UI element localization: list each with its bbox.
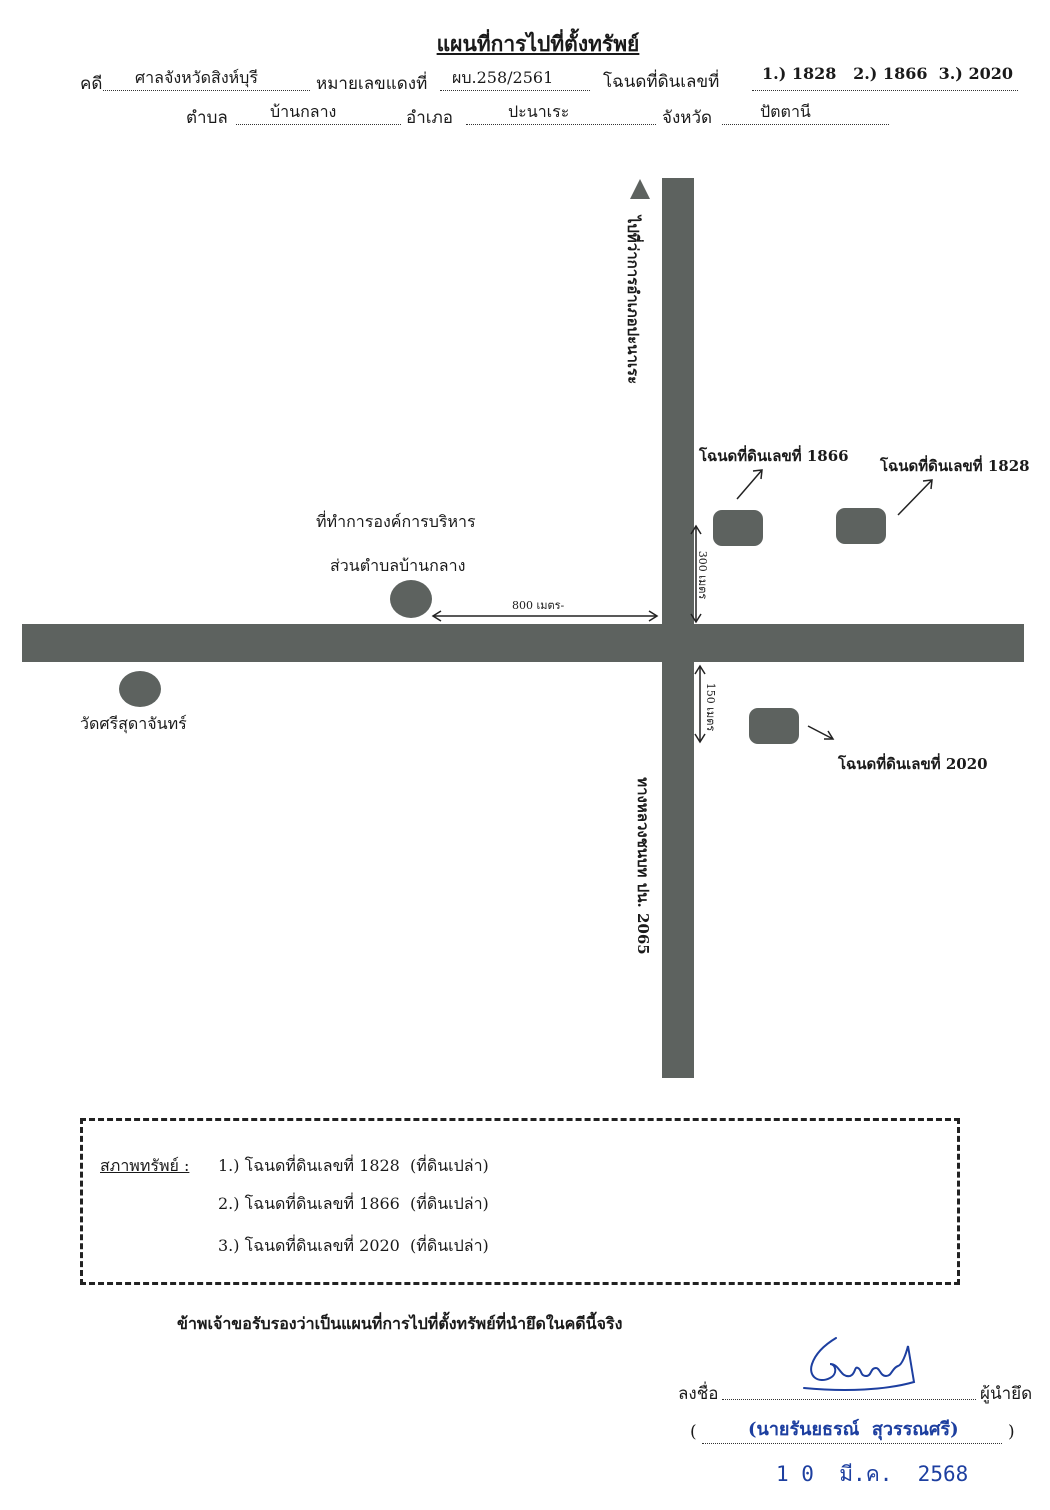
case-underline — [103, 90, 310, 91]
deed-2020-label: โฉนดที่ดินเลขที่ 2020 — [838, 755, 988, 773]
open-paren: ( — [690, 1422, 697, 1442]
deed-2020-arrow-icon — [807, 725, 835, 740]
deed-1828-label: โฉนดที่ดินเลขที่ 1828 — [880, 457, 1030, 475]
deed-label: โฉนดที่ดินเลขที่ — [603, 72, 720, 92]
distance-300-label: 300 เมตร — [696, 550, 709, 600]
subdistrict-underline — [236, 124, 401, 125]
condition-item: 3.) โฉนดที่ดินเลขที่ 2020 (ที่ดินเปล่า) — [218, 1236, 489, 1255]
property-condition-box — [80, 1118, 960, 1285]
plot-1828 — [836, 508, 886, 544]
role-label: ผู้นำยึด — [980, 1384, 1033, 1404]
deed-value: 1.) 1828 2.) 1866 3.) 2020 — [762, 64, 1013, 83]
north-arrow-icon — [630, 179, 650, 199]
distance-300-arrow-icon — [690, 524, 702, 624]
office-marker — [390, 580, 432, 618]
red-number-underline — [440, 90, 590, 91]
deed-underline — [752, 90, 1018, 91]
province-underline — [722, 124, 889, 125]
red-number-label: หมายเลขแดงที่ — [316, 74, 428, 94]
temple-label: วัดศรีสุดาจันทร์ — [80, 714, 187, 733]
road-east-west — [22, 624, 1024, 662]
distance-800-arrow-icon — [431, 610, 659, 622]
deed-1828-arrow-icon — [897, 479, 933, 516]
temple-marker — [119, 671, 161, 707]
subdistrict-label: ตำบล — [186, 108, 228, 128]
signature-underline — [722, 1399, 976, 1400]
district-label: อำเภอ — [406, 108, 453, 128]
condition-heading: สภาพทรัพย์ : — [100, 1156, 190, 1175]
distance-150-label: 150 เมตร — [704, 682, 717, 732]
page-title: แผนที่การไปที่ตั้งทรัพย์ — [436, 31, 640, 56]
office-label-line1: ที่ทำการองค์การบริหาร — [316, 512, 476, 531]
close-paren: ) — [1008, 1422, 1015, 1442]
certification-text: ข้าพเจ้าขอรับรองว่าเป็นแผนที่การไปที่ตั้… — [177, 1314, 623, 1333]
red-number-value: ผบ.258/2561 — [452, 68, 554, 87]
condition-item: 1.) โฉนดที่ดินเลขที่ 1828 (ที่ดินเปล่า) — [218, 1156, 489, 1175]
province-value: ปัตตานี — [760, 102, 811, 121]
case-label: คดี — [80, 74, 103, 94]
deed-1866-arrow-icon — [736, 469, 763, 500]
condition-item: 2.) โฉนดที่ดินเลขที่ 1866 (ที่ดินเปล่า) — [218, 1194, 489, 1213]
distance-150-arrow-icon — [694, 664, 706, 744]
province-label: จังหวัด — [662, 108, 713, 128]
subdistrict-value: บ้านกลาง — [270, 102, 337, 121]
district-underline — [466, 124, 656, 125]
case-value: ศาลจังหวัดสิงห์บุรี — [135, 68, 258, 87]
plot-1866 — [713, 510, 763, 546]
signer-name: (นายรันยธรณ์ สุวรรณศรี) — [748, 1419, 959, 1440]
distance-800-label: 800 เมตร- — [512, 599, 565, 612]
date-stamp: 1 0 มี.ค. 2568 — [776, 1462, 969, 1486]
plot-2020 — [749, 708, 799, 744]
name-underline — [702, 1443, 1002, 1444]
district-value: ปะนาเระ — [508, 102, 570, 121]
road-south-label: ทางหลวงชนบท ปน. 2065 — [634, 777, 652, 955]
handwritten-signature — [803, 1337, 916, 1391]
road-north-label: ไปที่ว่าการอำเภอปะนาเระ — [624, 215, 642, 385]
office-label-line2: ส่วนตำบลบ้านกลาง — [330, 556, 466, 575]
deed-1866-label: โฉนดที่ดินเลขที่ 1866 — [699, 447, 849, 465]
sign-label: ลงชื่อ — [678, 1384, 719, 1404]
